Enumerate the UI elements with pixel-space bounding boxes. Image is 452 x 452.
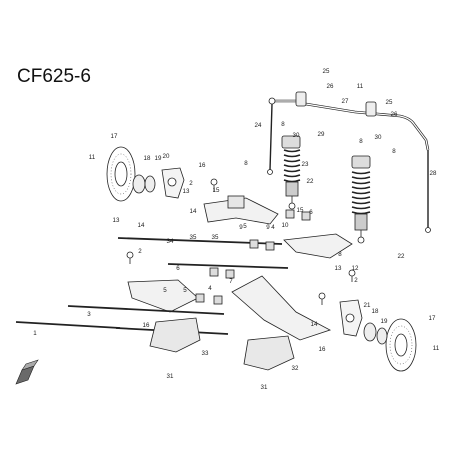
callout-7-1: 7 <box>229 278 233 285</box>
callout-25-1: 25 <box>323 68 330 75</box>
brake-disc-left <box>106 146 136 202</box>
callout-8-1: 8 <box>244 160 248 167</box>
callout-24-1: 24 <box>255 122 262 129</box>
callout-4-1: 4 <box>208 285 212 292</box>
lower-arm-left <box>127 279 199 313</box>
callout-5-1: 5 <box>183 287 187 294</box>
callout-6-1: 6 <box>176 265 180 272</box>
callout-15-1: 15 <box>213 187 220 194</box>
callout-20-1: 20 <box>163 153 170 160</box>
callout-29-1: 29 <box>318 131 325 138</box>
orientation-arrow-icon <box>15 359 39 385</box>
callout-27-1: 27 <box>342 98 349 105</box>
knuckle-left <box>161 167 185 199</box>
callout-17-2: 17 <box>429 315 436 322</box>
stabilizer-link-left <box>267 103 273 175</box>
callout-2-3: 2 <box>354 277 358 284</box>
callout-8-3: 8 <box>359 138 363 145</box>
callout-5-3: 5 <box>163 287 167 294</box>
knuckle-right <box>339 299 363 337</box>
upper-arm-left <box>203 195 279 225</box>
callout-13-3: 13 <box>335 265 342 272</box>
callout-22-1: 22 <box>307 178 314 185</box>
long-bolt-c <box>67 305 225 315</box>
hub-left <box>132 174 156 194</box>
diagram-title: CF625-6 <box>17 66 91 87</box>
callout-16-3: 16 <box>319 346 326 353</box>
callout-35-2: 35 <box>212 234 219 241</box>
callout-33-1: 33 <box>202 350 209 357</box>
skid-guard-right <box>243 335 295 371</box>
callout-5-2: 5 <box>243 223 247 230</box>
callout-11-1: 11 <box>89 154 96 161</box>
callout-31-1: 31 <box>167 373 174 380</box>
callout-30-1: 30 <box>293 132 300 139</box>
callout-22-2: 22 <box>398 253 405 260</box>
callout-12-1: 12 <box>352 265 359 272</box>
callout-2-2: 2 <box>189 180 193 187</box>
callout-18-2: 18 <box>372 308 379 315</box>
callout-26-2: 26 <box>391 111 398 118</box>
brake-disc-right <box>385 318 417 372</box>
callout-8-2: 8 <box>281 121 285 128</box>
upper-arm-right <box>283 233 353 259</box>
callout-4-2: 4 <box>271 224 275 231</box>
callout-16-1: 16 <box>199 162 206 169</box>
callout-15-2: 15 <box>297 207 304 214</box>
callout-9-1: 9 <box>266 224 270 231</box>
long-bolt-d <box>15 321 121 329</box>
callout-23-1: 23 <box>302 161 309 168</box>
callout-26-1: 26 <box>327 83 334 90</box>
callout-35-1: 35 <box>190 234 197 241</box>
callout-19-1: 19 <box>155 155 162 162</box>
callout-3-1: 3 <box>87 311 91 318</box>
callout-10-1: 10 <box>282 222 289 229</box>
callout-13-1: 13 <box>113 217 120 224</box>
ball-joint-lower-left <box>126 251 134 264</box>
callout-11-3: 11 <box>357 83 364 90</box>
callout-14-1: 14 <box>138 222 145 229</box>
stabilizer-link-right <box>425 150 431 233</box>
callout-18-1: 18 <box>144 155 151 162</box>
callout-30-2: 30 <box>375 134 382 141</box>
callout-19-2: 19 <box>381 318 388 325</box>
callout-28-1: 28 <box>430 170 437 177</box>
callout-14-2: 14 <box>190 208 197 215</box>
hub-right <box>363 322 388 345</box>
skid-guard-left <box>149 317 201 353</box>
shock-absorber-right <box>351 155 371 244</box>
long-bolt-b <box>167 263 289 269</box>
callout-1-1: 1 <box>33 330 37 337</box>
lower-arm-right <box>231 275 332 341</box>
ball-joint-right <box>348 269 356 282</box>
shock-absorber-left <box>281 135 301 210</box>
callout-9-2: 9 <box>239 224 243 231</box>
callout-17-1: 17 <box>111 133 118 140</box>
callout-14-3: 14 <box>311 321 318 328</box>
callout-6-2: 6 <box>309 209 313 216</box>
callout-2-1: 2 <box>138 248 142 255</box>
callout-32-1: 32 <box>292 365 299 372</box>
callout-11-2: 11 <box>433 345 440 352</box>
callout-8-4: 8 <box>392 148 396 155</box>
callout-21-1: 21 <box>364 302 371 309</box>
callout-34-1: 34 <box>167 238 174 245</box>
callout-8-5: 8 <box>338 251 342 258</box>
bushings <box>195 209 311 305</box>
callout-25-2: 25 <box>386 99 393 106</box>
callout-31-2: 31 <box>261 384 268 391</box>
ball-joint-left <box>210 178 218 192</box>
ball-joint-lower-right <box>318 292 326 305</box>
callout-16-2: 16 <box>143 322 150 329</box>
callout-13-2: 13 <box>183 188 190 195</box>
